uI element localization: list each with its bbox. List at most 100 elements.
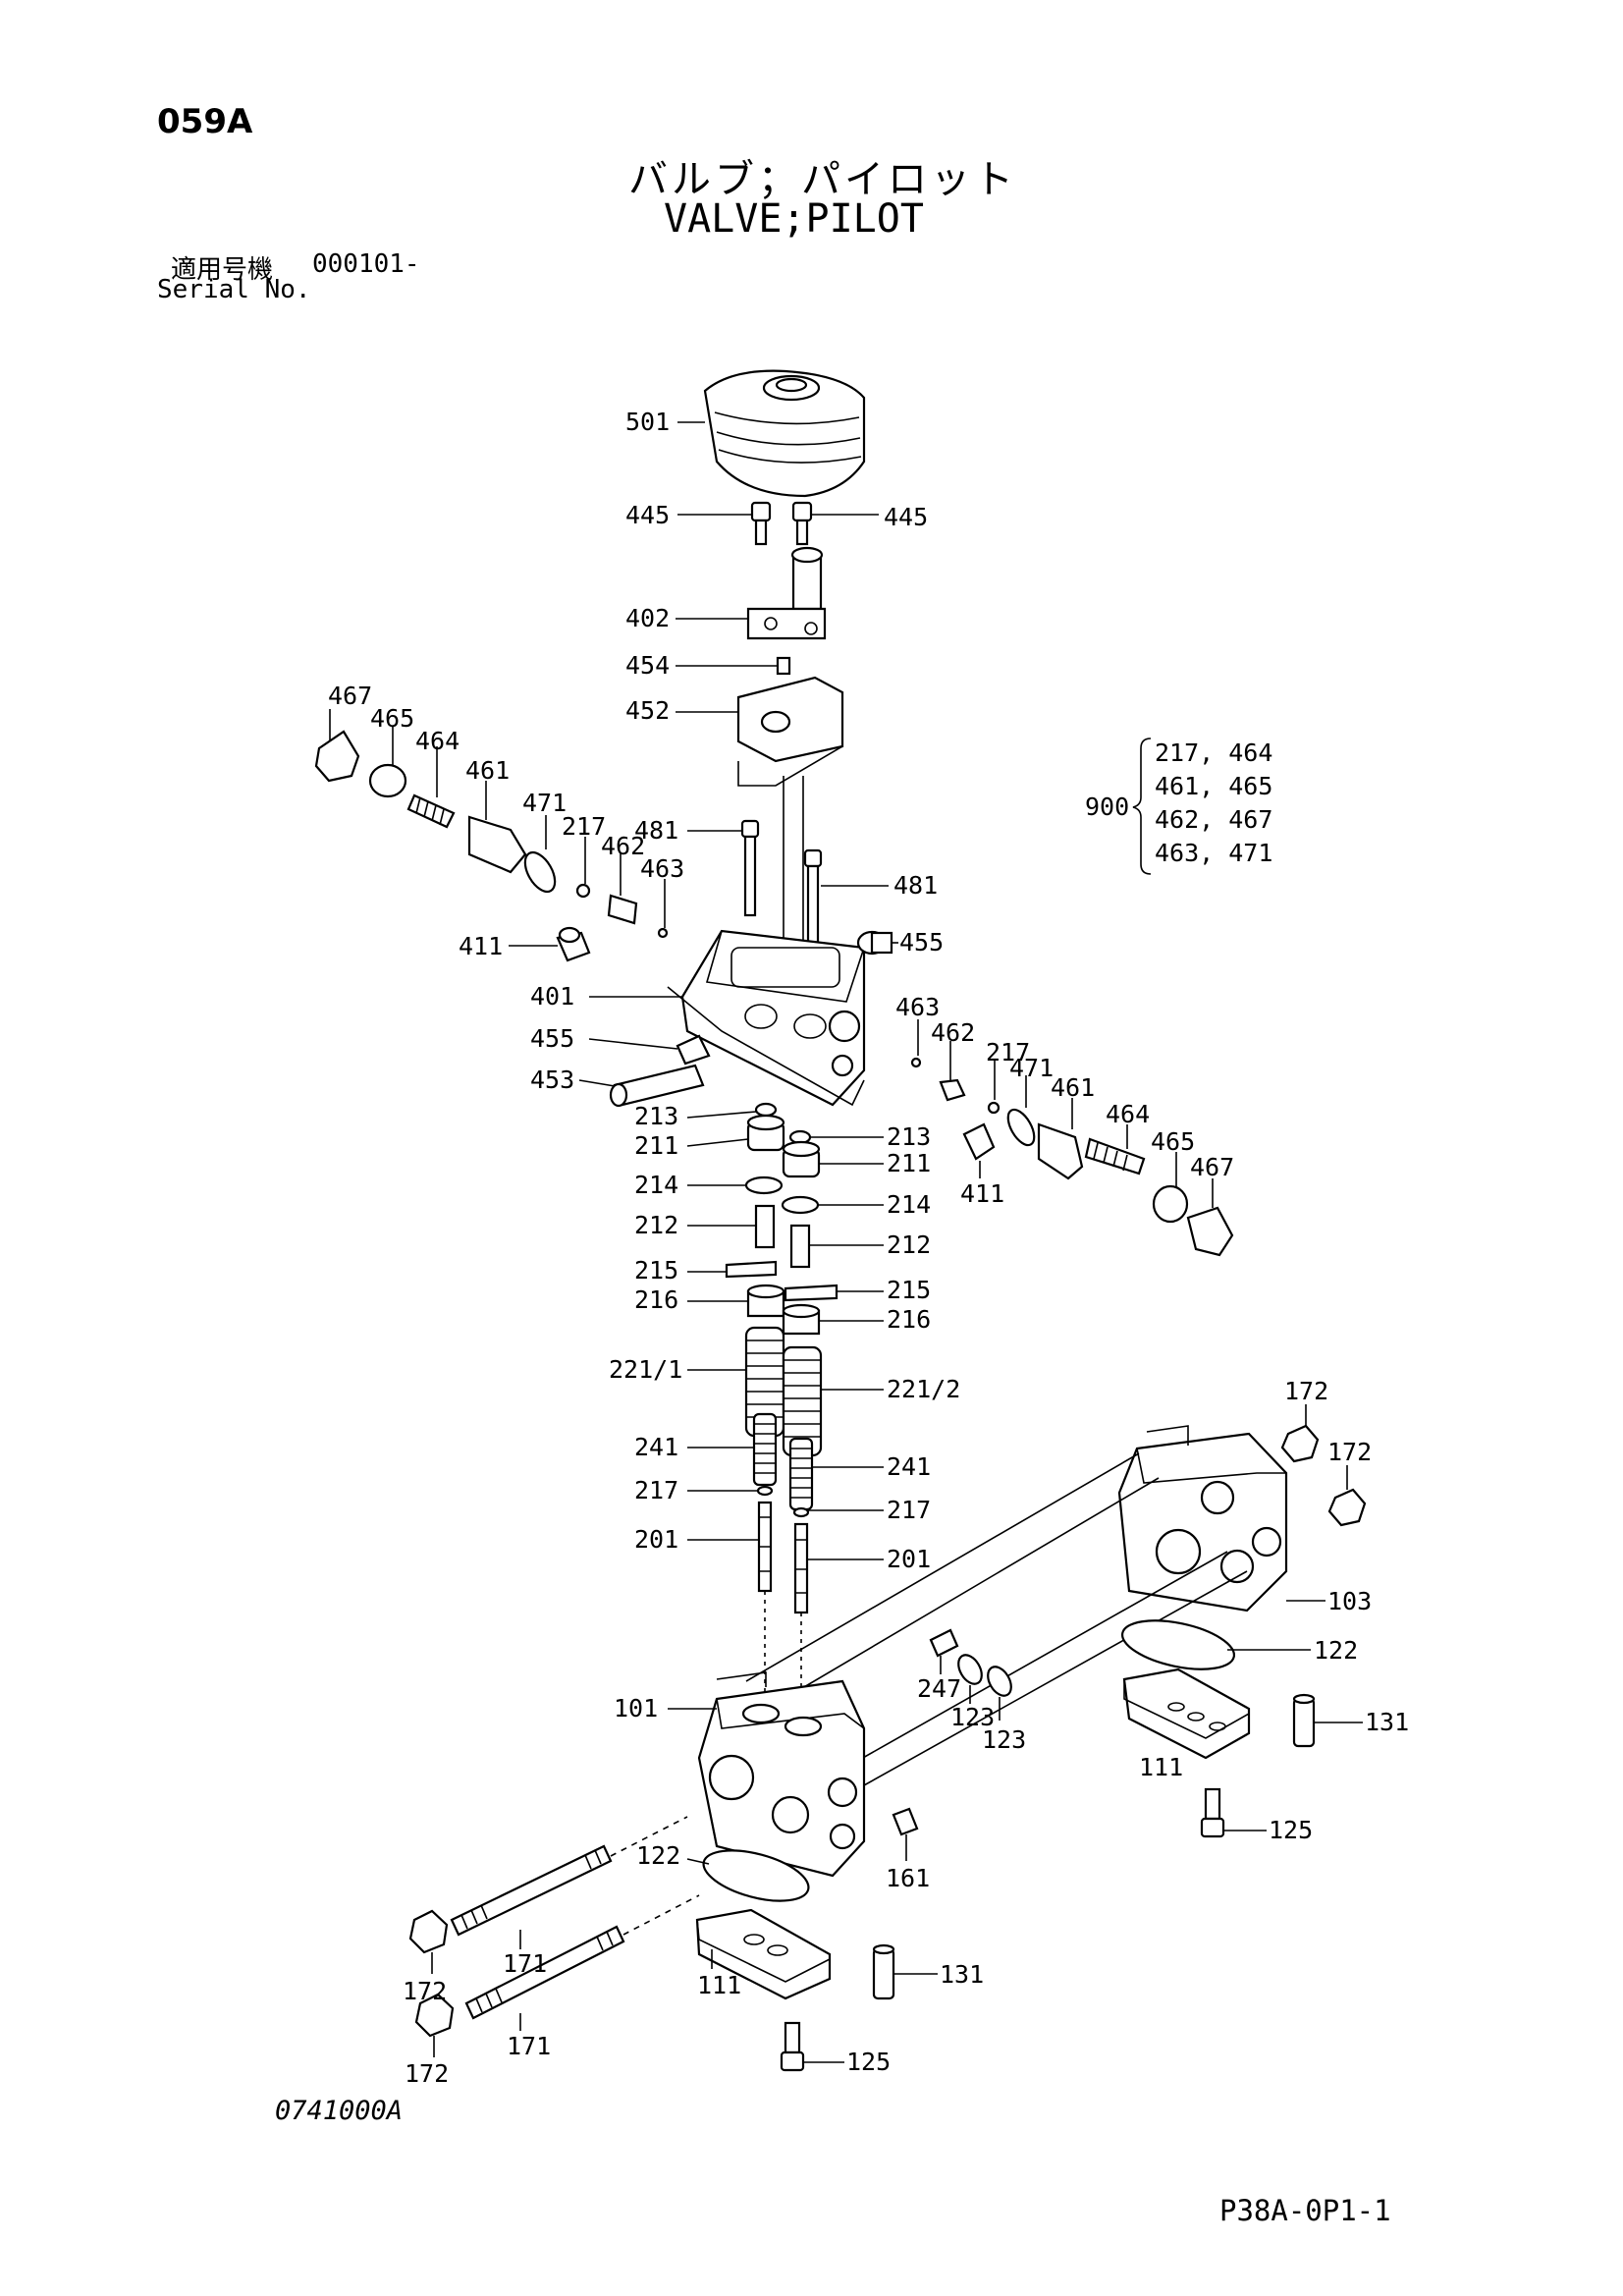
oring-122-left	[702, 1849, 810, 1902]
serial-label-english: Serial No.	[157, 275, 311, 304]
spools-201	[756, 1485, 810, 1728]
label-122-left: 122	[636, 1841, 680, 1870]
label-215-right: 215	[887, 1276, 931, 1304]
nuts-172-upper	[1280, 1424, 1367, 1527]
label-247: 247	[917, 1674, 961, 1703]
label-216-left: 216	[634, 1285, 678, 1314]
label-217-d: 217	[887, 1496, 931, 1524]
label-172-d: 172	[405, 2059, 449, 2088]
screw-445-pair	[750, 501, 813, 546]
label-241-left: 241	[634, 1433, 678, 1461]
label-464-left: 464	[415, 727, 460, 755]
kit-number: 900	[1085, 793, 1129, 821]
label-471-right: 471	[1009, 1054, 1054, 1082]
joint-452	[736, 656, 844, 787]
label-215-left: 215	[634, 1256, 678, 1285]
plate-402	[746, 546, 827, 640]
serial-value: 000101-	[312, 249, 420, 279]
label-171-lower: 171	[507, 2032, 551, 2060]
label-201-left: 201	[634, 1525, 678, 1554]
kit-row-1: 217, 464	[1155, 738, 1272, 767]
drawing-number: 0741000A	[275, 2096, 404, 2126]
label-463-right: 463	[895, 993, 940, 1021]
label-123-b: 123	[982, 1725, 1026, 1754]
label-462-right: 462	[931, 1018, 975, 1047]
tie-rods-171	[450, 1816, 700, 2020]
label-461-right: 461	[1051, 1073, 1095, 1102]
bolt-125-left	[780, 2021, 805, 2072]
label-131-right: 131	[1365, 1708, 1409, 1736]
label-465-right: 465	[1151, 1127, 1195, 1156]
label-467-left: 467	[328, 682, 372, 710]
bolt-481-pair	[740, 819, 823, 947]
kit-row-2: 461, 465	[1155, 772, 1272, 800]
port-assembly-right	[910, 1057, 1234, 1257]
cover-111-left	[695, 1908, 832, 2000]
pin-131-right	[1292, 1693, 1316, 1748]
label-213-left: 213	[634, 1102, 678, 1130]
label-445-right: 445	[884, 503, 928, 531]
page-code: 059A	[157, 102, 253, 141]
label-411-left: 411	[459, 932, 503, 960]
label-111-left: 111	[697, 1971, 741, 1999]
label-453: 453	[530, 1066, 574, 1094]
label-401: 401	[530, 982, 574, 1011]
bushing-455-top	[856, 930, 893, 956]
label-465-left: 465	[370, 704, 414, 733]
boot-501	[703, 369, 866, 498]
cover-111-right	[1122, 1667, 1251, 1760]
plug-411-left	[556, 926, 591, 962]
label-161: 161	[886, 1864, 930, 1892]
springs-241	[752, 1412, 814, 1511]
label-212-left: 212	[634, 1211, 678, 1239]
label-171-upper: 171	[503, 1949, 547, 1978]
label-216-right: 216	[887, 1305, 931, 1334]
label-221-1: 221/1	[609, 1355, 682, 1384]
title-japanese: バルブ；パイロット	[628, 157, 1017, 202]
label-221-2: 221/2	[887, 1375, 960, 1403]
label-103: 103	[1327, 1587, 1372, 1615]
label-131-left: 131	[940, 1960, 984, 1989]
kit-row-3: 462, 467	[1155, 805, 1272, 834]
pin-131-left	[872, 1943, 895, 2000]
body-101	[697, 1671, 866, 1878]
plug-161	[892, 1807, 919, 1836]
label-471-left: 471	[522, 789, 567, 817]
oring-122-right	[1120, 1619, 1236, 1670]
page-reference: P38A-0P1-1	[1219, 2194, 1391, 2227]
port-assembly-left	[314, 730, 669, 939]
label-217-left: 217	[562, 812, 606, 841]
label-172-a: 172	[1284, 1377, 1328, 1405]
spool-stack	[725, 1102, 839, 1336]
label-123-a: 123	[950, 1703, 995, 1731]
label-122-right: 122	[1314, 1636, 1358, 1665]
label-411-right: 411	[960, 1179, 1004, 1208]
kit-900: 900 217, 464 461, 465 462, 467 463, 471	[1085, 738, 1272, 875]
tube-247	[929, 1628, 1012, 1697]
label-214-right: 214	[887, 1190, 931, 1219]
label-462-left: 462	[601, 832, 645, 860]
kit-row-4: 463, 471	[1155, 839, 1272, 867]
label-111-right: 111	[1139, 1753, 1183, 1781]
housing-401	[667, 929, 866, 1107]
label-445-left: 445	[625, 501, 670, 529]
nuts-172-lower	[408, 1909, 455, 2038]
body-103	[1117, 1425, 1288, 1613]
serial-label-japanese: 適用号機	[171, 255, 274, 285]
label-455-right: 455	[899, 928, 944, 957]
label-212-right: 212	[887, 1230, 931, 1259]
title-english: VALVE;PILOT	[664, 196, 924, 242]
label-464-right: 464	[1106, 1100, 1150, 1128]
label-217-right: 217	[986, 1038, 1030, 1066]
label-172-b: 172	[1327, 1438, 1372, 1466]
label-467-right: 467	[1190, 1153, 1234, 1181]
label-455-left: 455	[530, 1024, 574, 1053]
label-213-right: 213	[887, 1122, 931, 1151]
label-172-c: 172	[403, 1977, 447, 2005]
label-201-right: 201	[887, 1545, 931, 1573]
label-501: 501	[625, 408, 670, 436]
label-211-left: 211	[634, 1131, 678, 1160]
label-481-left: 481	[634, 816, 678, 845]
label-211-right: 211	[887, 1149, 931, 1177]
